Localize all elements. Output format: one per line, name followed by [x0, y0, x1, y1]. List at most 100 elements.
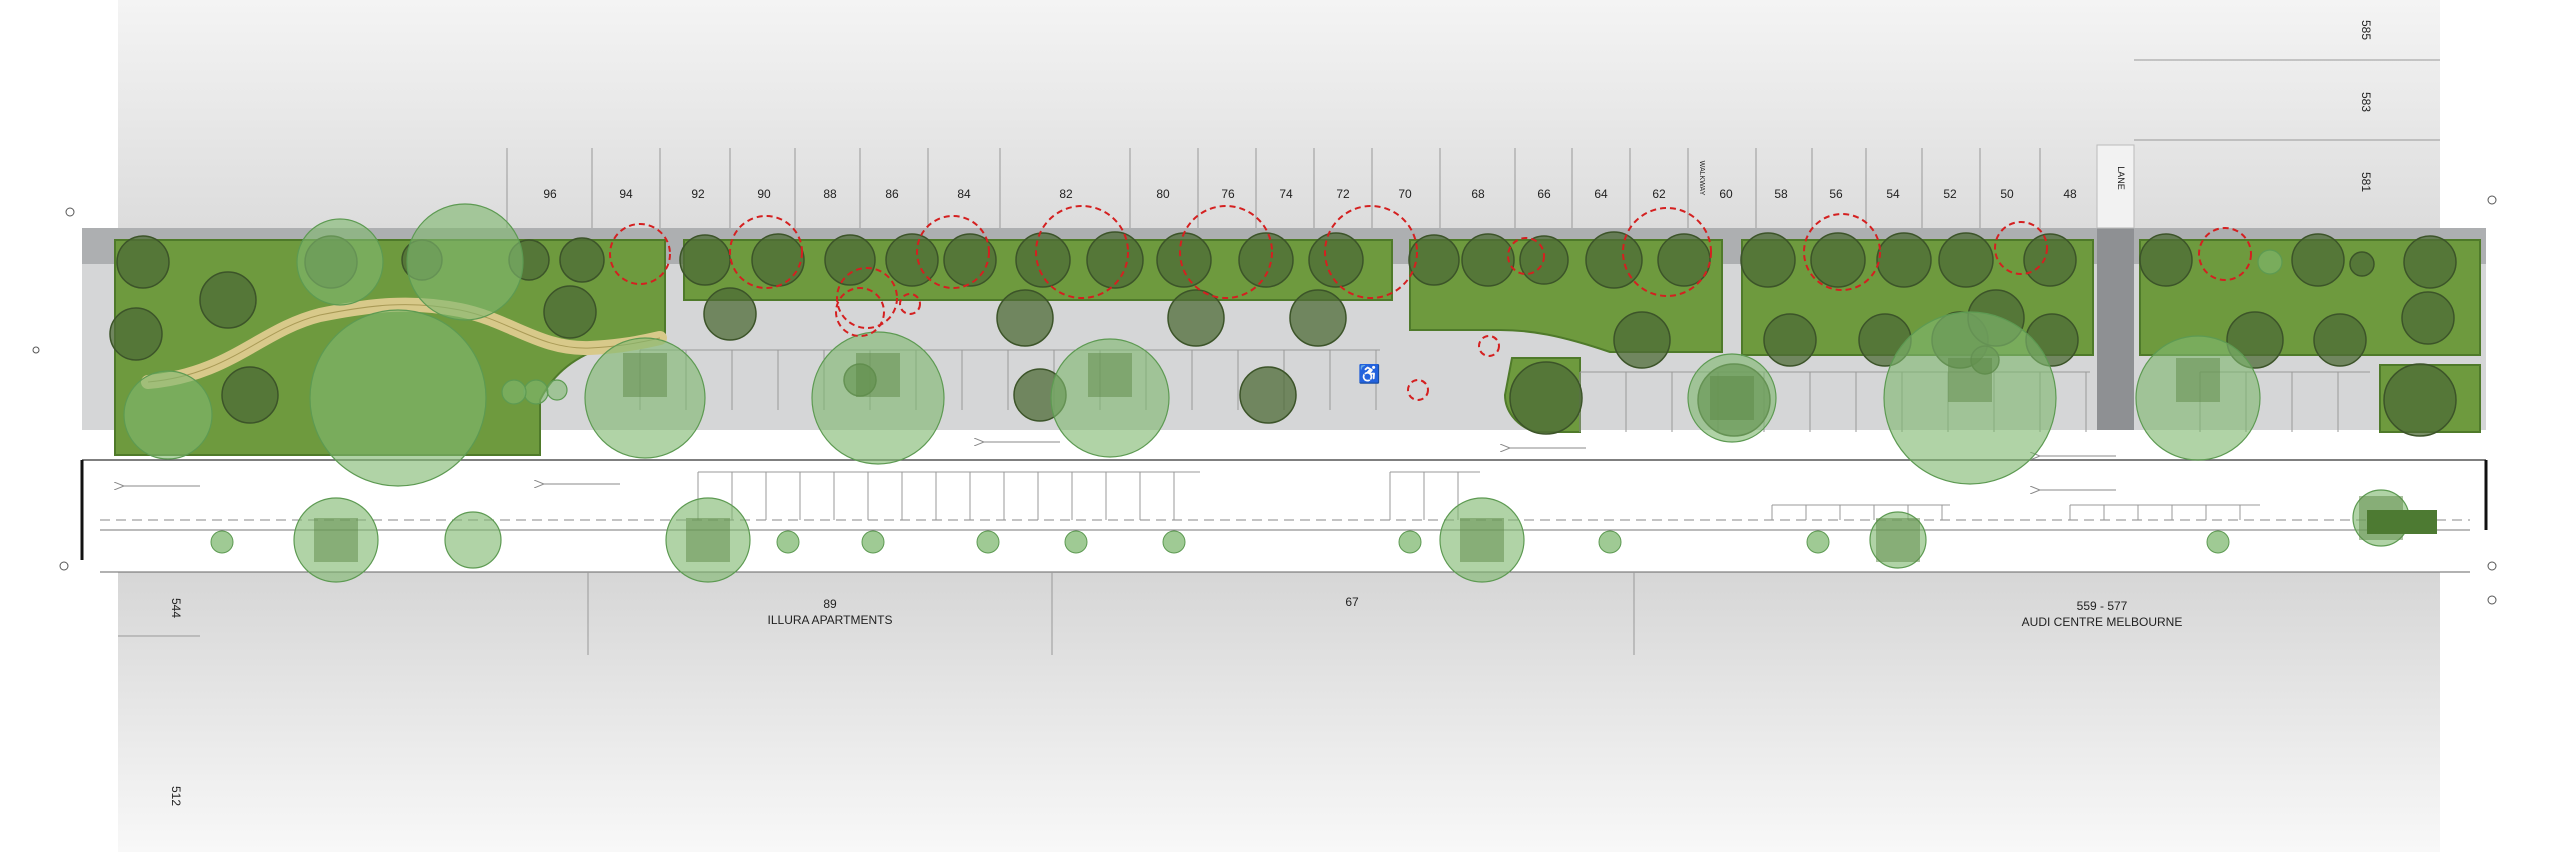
proposed-tree: [546, 379, 568, 401]
wheelchair-symbol: ♿: [1358, 363, 1380, 384]
existing-tree: [2313, 313, 2367, 367]
proposed-tree: [444, 511, 502, 569]
existing-tree: [1156, 232, 1212, 288]
existing-tree: [885, 233, 939, 287]
tree-to-be-removed: [1994, 221, 2048, 275]
tree-to-be-removed: [1324, 205, 1418, 299]
south-lot-89-number: 89: [823, 597, 837, 611]
existing-tree: [1657, 233, 1711, 287]
south-lot-dividers: [118, 572, 1635, 655]
existing-tree: [1740, 232, 1796, 288]
south-lot-559-number: 559 - 577: [2077, 599, 2128, 613]
existing-tree: [1810, 232, 1866, 288]
tree-to-be-removed: [1035, 205, 1129, 299]
tree-pit: [623, 353, 667, 397]
garden-bed-east: [2139, 239, 2481, 356]
existing-trees: [109, 231, 2457, 437]
lot-number-92: 92: [691, 187, 705, 201]
existing-tree: [1308, 232, 1364, 288]
lot-number-94: 94: [619, 187, 633, 201]
proposed-tree-small: [1598, 530, 1622, 554]
existing-tree: [1015, 232, 1071, 288]
tree-pit: [314, 518, 358, 562]
tree-pit: [1948, 358, 1992, 402]
proposed-tree: [296, 218, 384, 306]
laneway-top: [2096, 144, 2135, 229]
east-lot-585: 585: [2359, 20, 2373, 40]
proposed-tree-small: [861, 530, 885, 554]
proposed-tree: [2257, 249, 2283, 275]
existing-tree: [1938, 232, 1994, 288]
existing-tree: [703, 287, 757, 341]
trees-to-be-removed: [609, 205, 2252, 401]
lot-number-56: 56: [1829, 187, 1843, 201]
existing-tree: [679, 234, 731, 286]
tree-pit: [2176, 358, 2220, 402]
tree-to-be-removed: [916, 215, 990, 289]
tree-to-be-removed: [836, 267, 898, 329]
tree-to-be-removed: [1507, 237, 1545, 275]
existing-tree: [221, 366, 279, 424]
lot-number-72: 72: [1336, 187, 1350, 201]
existing-tree: [1239, 366, 1297, 424]
lot-number-76: 76: [1221, 187, 1235, 201]
existing-tree: [1585, 231, 1643, 289]
proposed-tree: [584, 337, 706, 459]
proposed-tree: [501, 379, 527, 405]
lot-number-90: 90: [757, 187, 771, 201]
tree-pit: [1876, 518, 1920, 562]
south-properties: [118, 572, 2440, 852]
tree-to-be-removed: [2198, 227, 2252, 281]
tree-pit: [1460, 518, 1504, 562]
tree-pit: [856, 353, 900, 397]
proposed-tree-small: [1064, 530, 1088, 554]
lot-number-88: 88: [823, 187, 837, 201]
tree-to-be-removed: [1179, 205, 1273, 299]
east-lot-583: 583: [2359, 92, 2373, 112]
south-lot-544: 544: [169, 598, 183, 618]
lot-number-54: 54: [1886, 187, 1900, 201]
proposed-tree: [1050, 338, 1170, 458]
lot-number-48: 48: [2063, 187, 2077, 201]
existing-tree: [1509, 361, 1583, 435]
lot-number-58: 58: [1774, 187, 1788, 201]
existing-tree: [1238, 232, 1294, 288]
proposed-tree-small: [1398, 530, 1422, 554]
proposed-tree: [406, 203, 524, 321]
existing-tree: [2403, 235, 2457, 289]
north-properties: [118, 0, 2440, 230]
tree-to-be-removed: [899, 293, 921, 315]
tree-pit: [2367, 510, 2437, 534]
boundary-markers: [32, 195, 2497, 605]
existing-tree: [1763, 313, 1817, 367]
walkway-label: WALKWAY: [1698, 161, 1705, 196]
existing-tree: [2383, 363, 2457, 437]
tree-to-be-removed: [835, 287, 885, 337]
lot-number-80: 80: [1156, 187, 1170, 201]
tree-to-be-removed: [1622, 207, 1712, 297]
lot-number-60: 60: [1719, 187, 1733, 201]
existing-tree: [2139, 233, 2193, 287]
proposed-tree: [811, 331, 945, 465]
proposed-tree-small: [1806, 530, 1830, 554]
tree-to-be-removed: [729, 215, 803, 289]
existing-tree: [2349, 251, 2375, 277]
tree-pit: [1710, 376, 1754, 420]
lot-number-68: 68: [1471, 187, 1485, 201]
existing-tree: [199, 271, 257, 329]
proposed-tree: [523, 379, 549, 405]
east-lot-581: 581: [2359, 172, 2373, 192]
existing-tree: [1408, 234, 1460, 286]
lot-number-96: 96: [543, 187, 557, 201]
parking-bays-south: [697, 471, 2260, 520]
tree-to-be-removed: [1478, 335, 1500, 357]
traffic-arrows: [124, 442, 2116, 490]
existing-tree: [1289, 289, 1347, 347]
lot-number-64: 64: [1594, 187, 1608, 201]
lot-number-66: 66: [1537, 187, 1551, 201]
existing-tree: [1876, 232, 1932, 288]
proposed-tree-small: [776, 530, 800, 554]
tree-to-be-removed: [1407, 379, 1429, 401]
